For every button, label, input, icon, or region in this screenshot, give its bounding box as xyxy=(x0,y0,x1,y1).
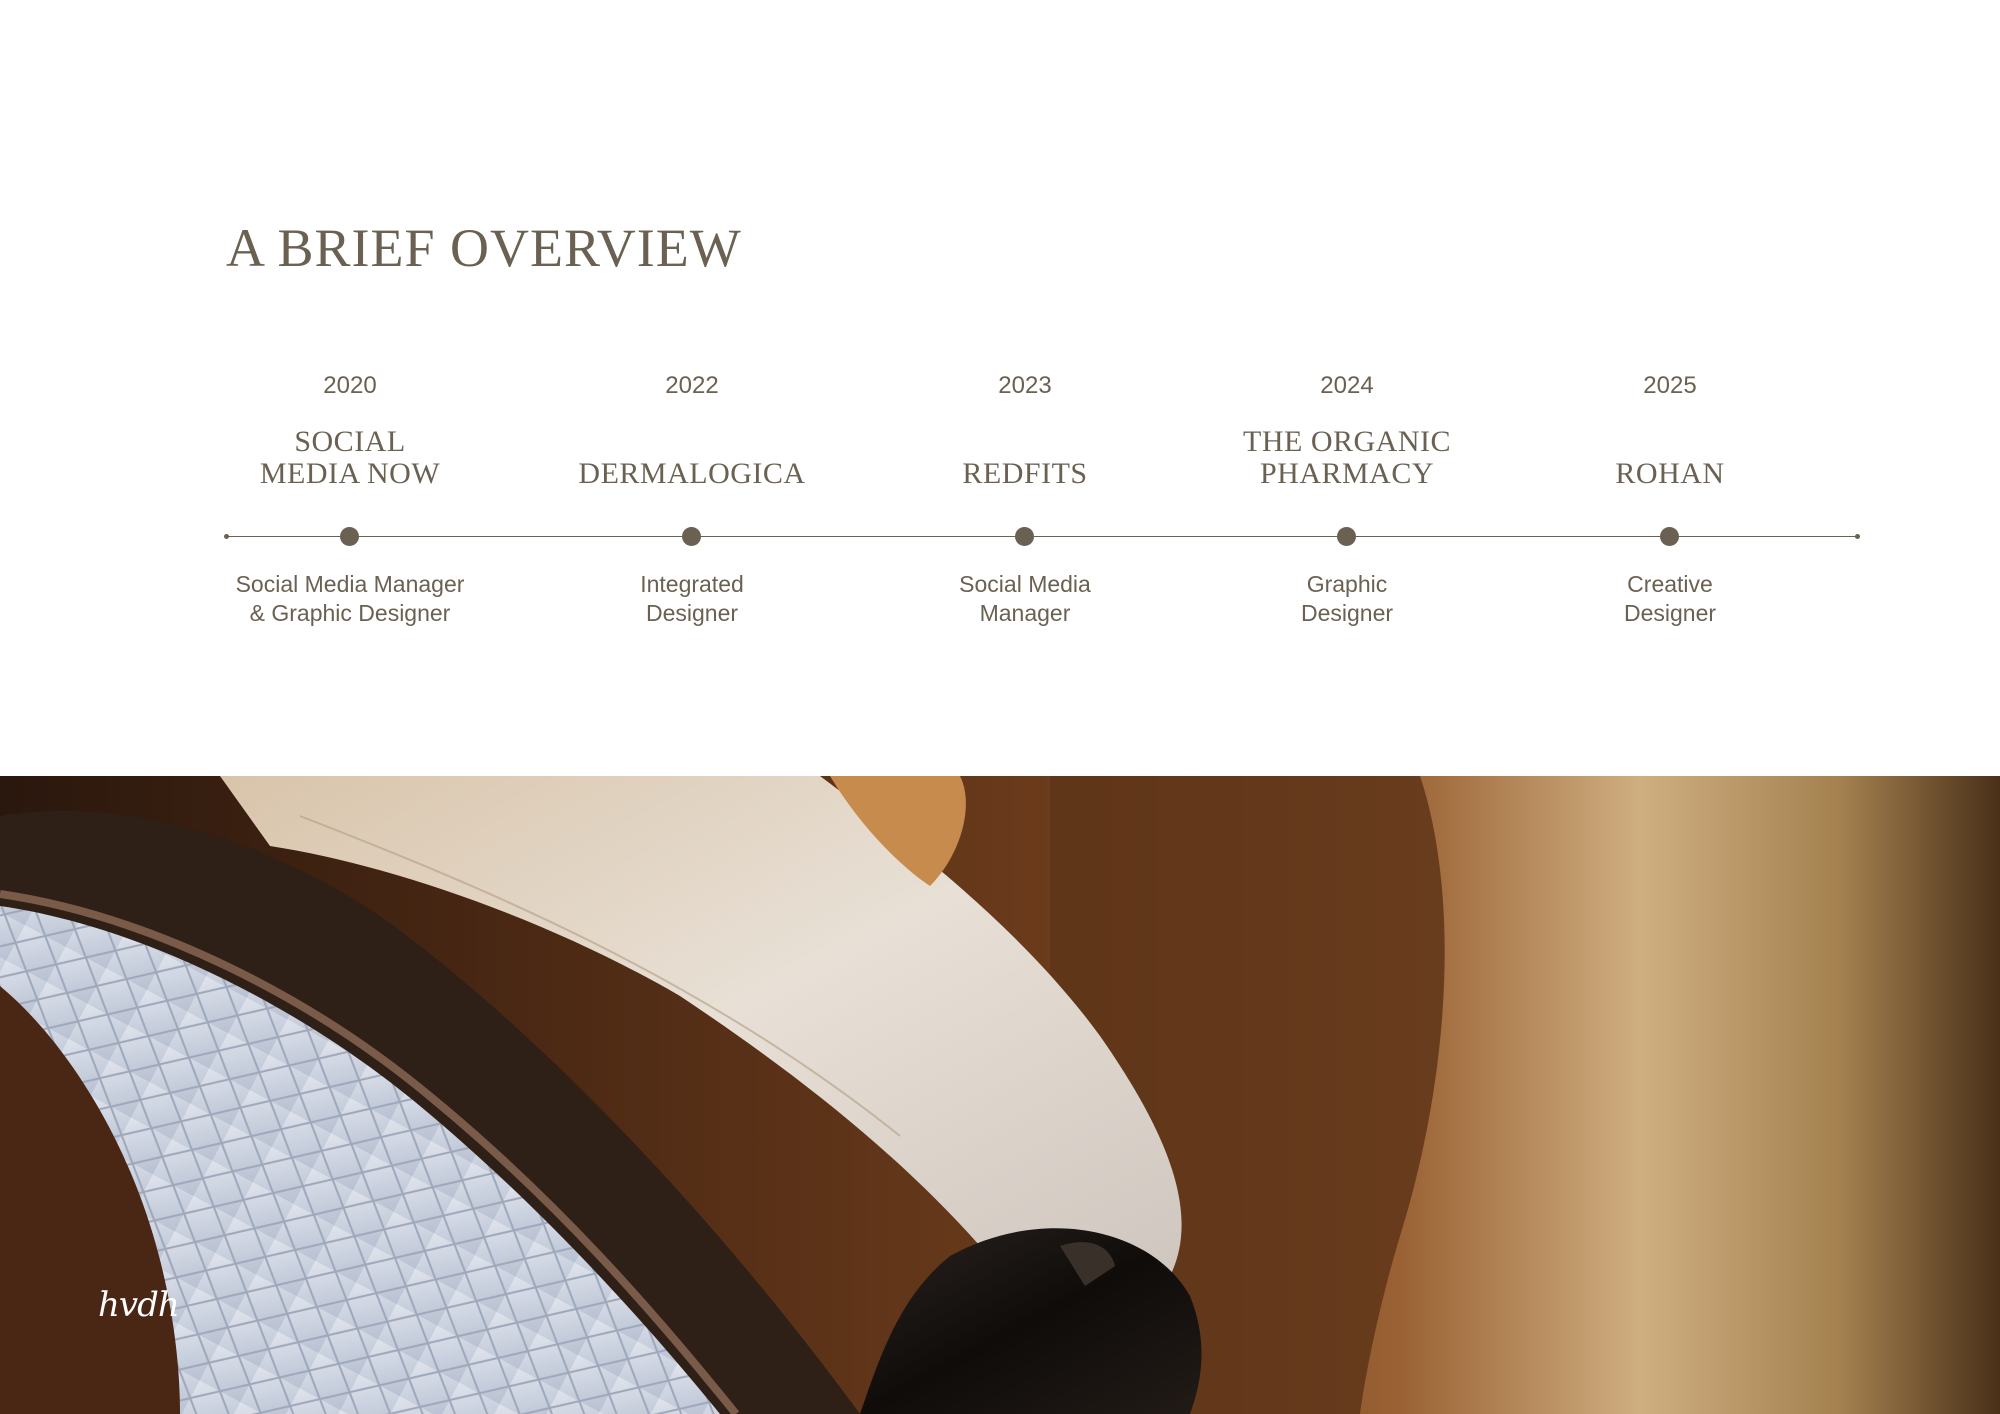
timeline-dot xyxy=(1337,527,1356,546)
signature-logo: hvdh xyxy=(98,1285,180,1325)
timeline-dot xyxy=(340,527,359,546)
timeline-year: 2020 xyxy=(323,372,377,399)
timeline-company-label: SOCIAL MEDIA NOW xyxy=(259,425,441,490)
timeline-dot xyxy=(682,527,701,546)
timeline-company-label: REDFITS xyxy=(962,457,1088,490)
timeline-company: REDFITS xyxy=(875,424,1175,490)
page-title: A BRIEF OVERVIEW xyxy=(226,218,742,278)
timeline-company: DERMALOGICA xyxy=(542,424,842,490)
equestrian-photo: hvdh xyxy=(0,776,2000,1414)
timeline-entry-2022: 2022 DERMALOGICA Integrated Designer xyxy=(542,0,842,626)
timeline-role: Graphic Designer xyxy=(1300,571,1394,626)
timeline-role: Social Media Manager xyxy=(959,571,1091,626)
timeline-company-label: ROHAN xyxy=(1615,457,1725,490)
timeline-year: 2024 xyxy=(1320,372,1374,399)
timeline-company-label: DERMALOGICA xyxy=(578,457,806,490)
timeline-year: 2025 xyxy=(1643,372,1697,399)
timeline-company: ROHAN xyxy=(1520,424,1820,490)
timeline-entry-2025: 2025 ROHAN Creative Designer xyxy=(1520,0,1820,626)
timeline-entry-2020: 2020 SOCIAL MEDIA NOW Social Media Manag… xyxy=(200,0,500,626)
timeline-role: Creative Designer xyxy=(1623,571,1717,626)
timeline-year: 2023 xyxy=(998,372,1052,399)
timeline-company-label: THE ORGANIC PHARMACY xyxy=(1243,425,1451,490)
timeline-entry-2024: 2024 THE ORGANIC PHARMACY Graphic Design… xyxy=(1197,0,1497,626)
timeline-line xyxy=(224,534,1860,539)
timeline-dot xyxy=(1660,527,1679,546)
timeline-company: THE ORGANIC PHARMACY xyxy=(1197,424,1497,490)
equestrian-photo-illustration xyxy=(0,776,2000,1414)
timeline-entry-2023: 2023 REDFITS Social Media Manager xyxy=(875,0,1175,626)
timeline-year: 2022 xyxy=(665,372,719,399)
timeline-dot xyxy=(1015,527,1034,546)
timeline-company: SOCIAL MEDIA NOW xyxy=(200,424,500,490)
timeline-role: Integrated Designer xyxy=(640,571,744,626)
timeline-role: Social Media Manager & Graphic Designer xyxy=(235,571,465,626)
